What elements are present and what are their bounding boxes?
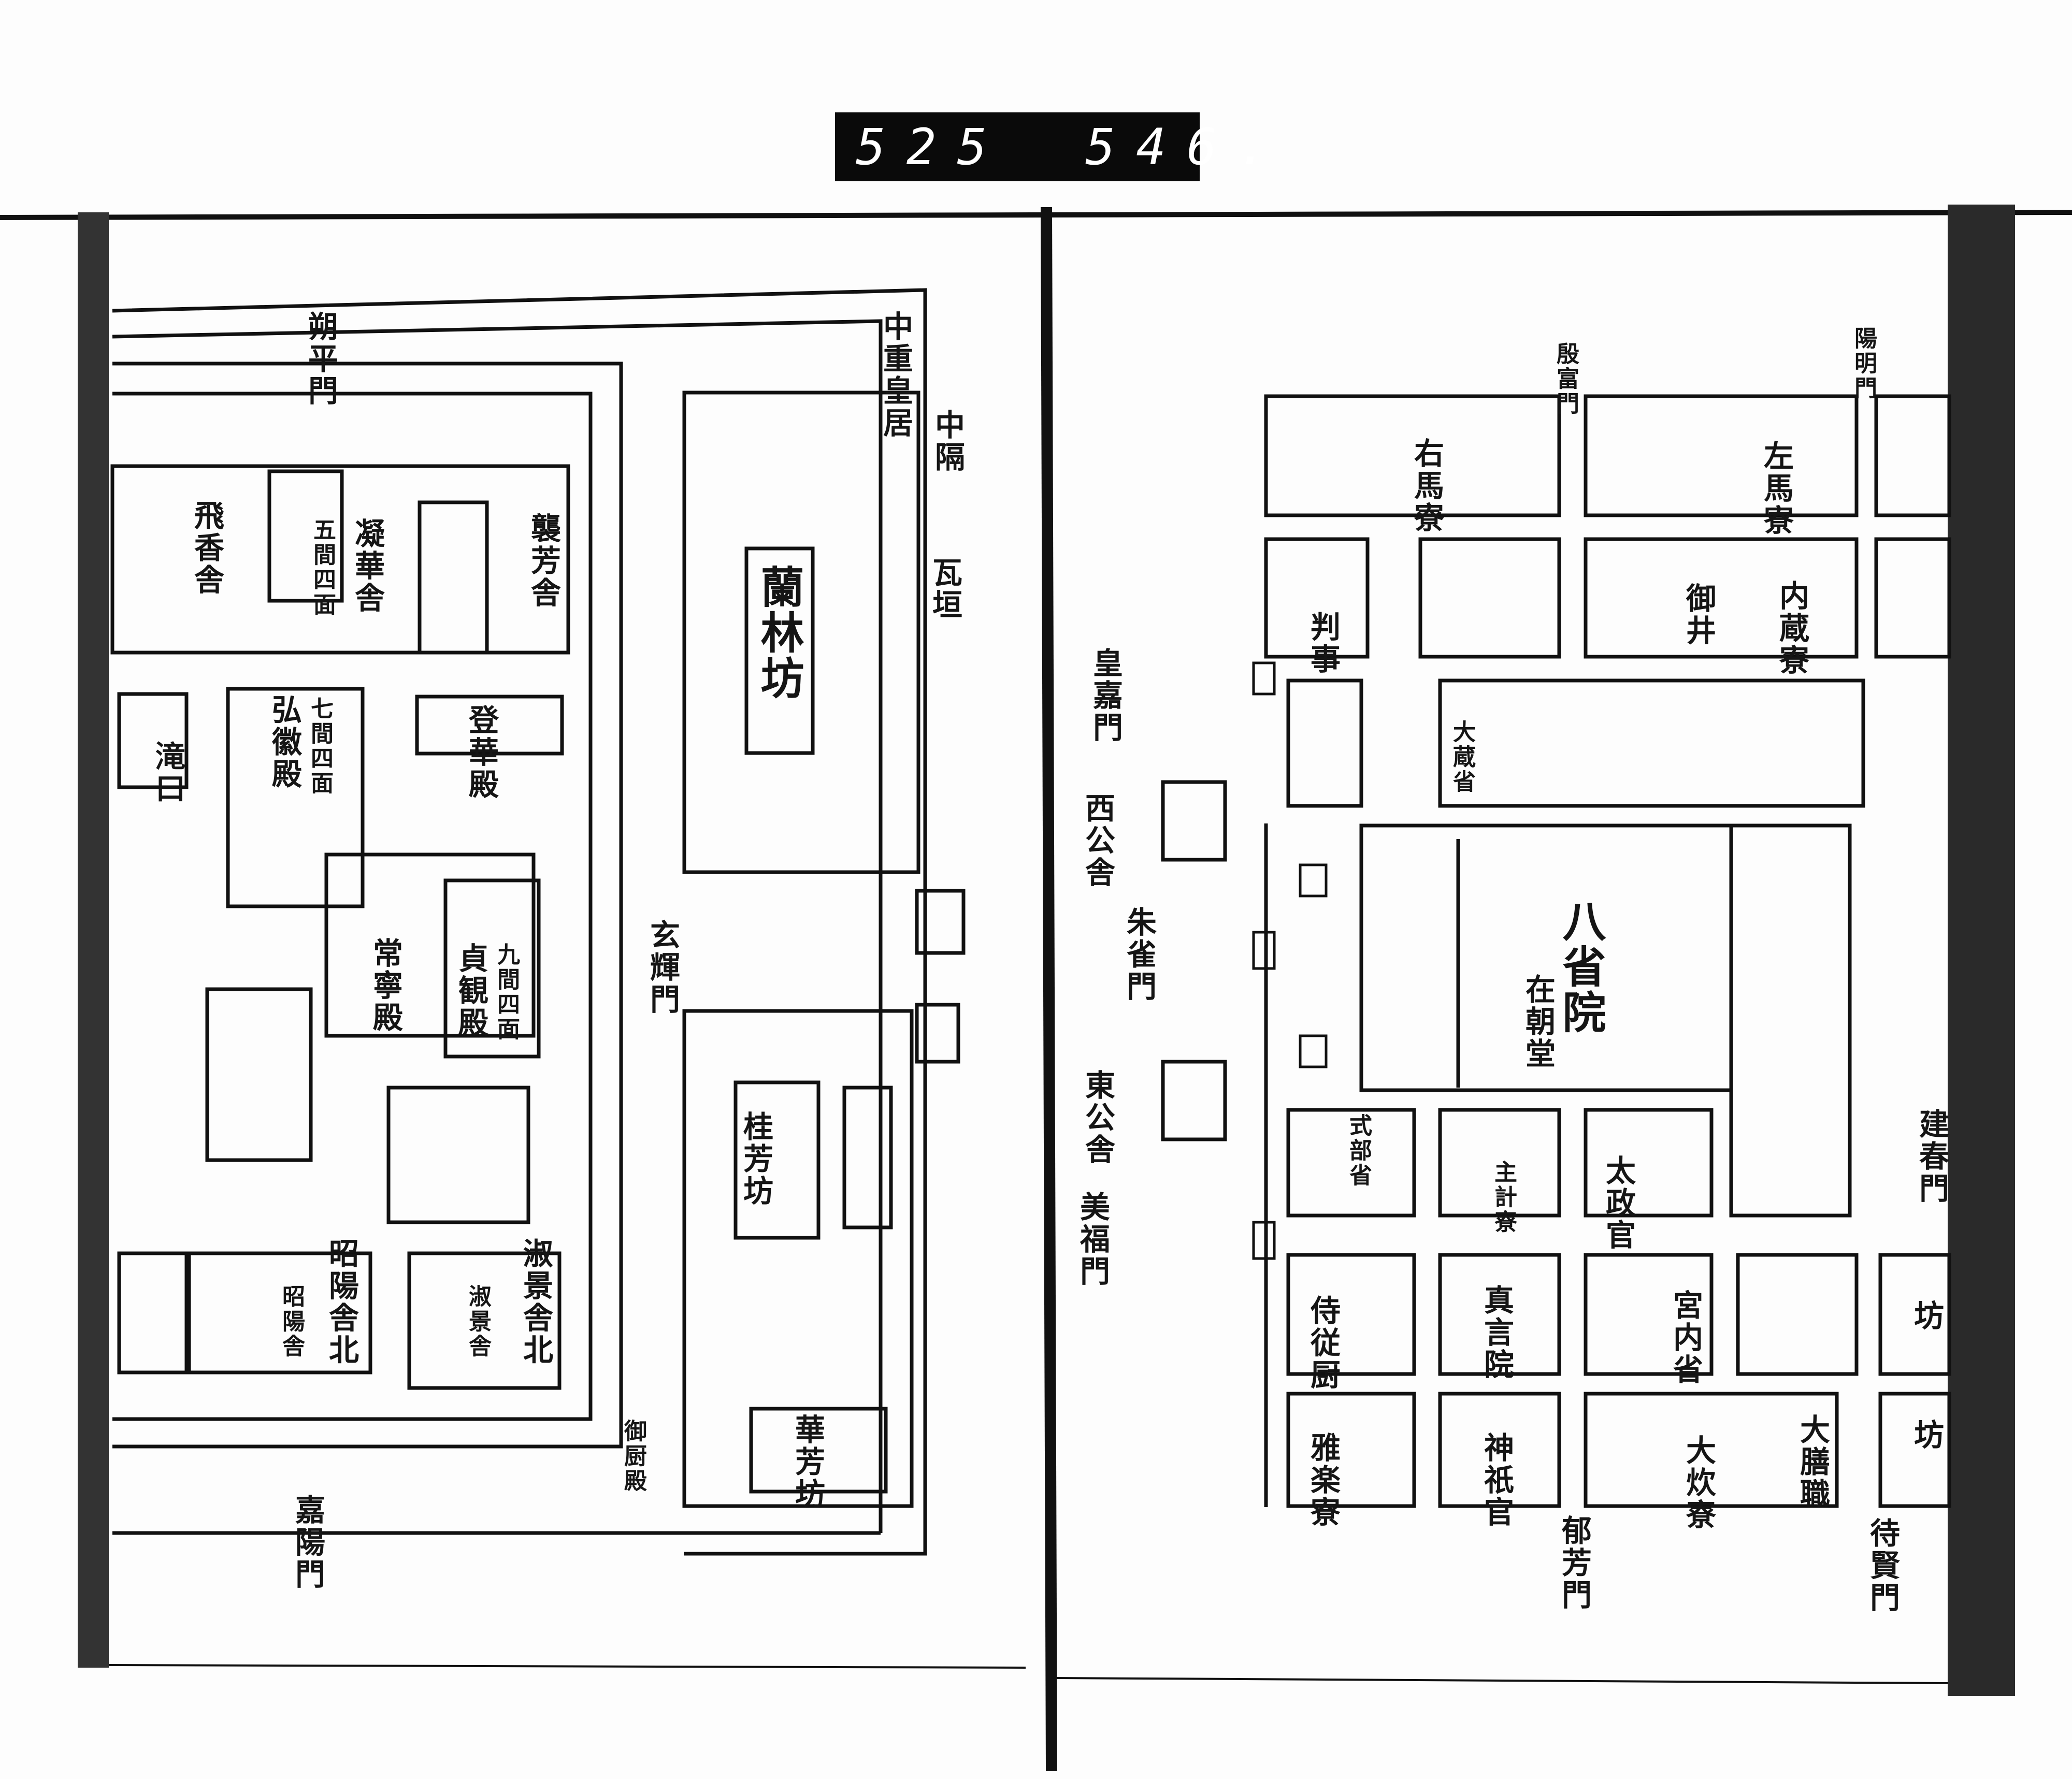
- map-label: 五間四面: [309, 518, 336, 617]
- map-label: 常寧殿: [368, 937, 403, 1034]
- map-label: 淑景舎: [465, 1284, 491, 1359]
- right-page-bottom: [1056, 1677, 1948, 1684]
- book-spine: [1041, 207, 1057, 1772]
- map-label: 嘉陽門: [290, 1494, 325, 1590]
- map-label: 襲芳舎: [526, 513, 561, 609]
- map-label: 主計寮: [1490, 1160, 1517, 1235]
- map-label: 右馬寮: [1409, 438, 1444, 534]
- map-label: 朔平門: [303, 311, 338, 407]
- map-label: 九間四面: [493, 943, 520, 1042]
- map-label: 中隔: [930, 409, 965, 473]
- map-label: 滝口: [150, 741, 185, 805]
- map-label: 建春門: [1914, 1108, 1949, 1205]
- map-label: 判事: [1305, 611, 1341, 675]
- map-label: 左馬寮: [1759, 440, 1794, 537]
- map-label: 飛香舎: [189, 500, 224, 596]
- map-label: 坊: [1909, 1300, 1944, 1332]
- map-label: 坊: [1909, 1419, 1944, 1451]
- map-label: 大膳職: [1795, 1414, 1830, 1510]
- hasshoin-compound: [1359, 823, 1733, 1092]
- map-label: 瓦垣: [927, 557, 962, 621]
- map-label: 玄輝門: [645, 919, 680, 1016]
- map-label: 弘徽殿: [267, 694, 302, 790]
- keihobo-compound: [682, 1009, 914, 1508]
- map-label: 御井: [1681, 583, 1716, 647]
- kahobo-box: [749, 1407, 888, 1494]
- left-plan-walls: [110, 288, 966, 1556]
- left-page-bottom: [108, 1664, 1026, 1669]
- map-label: 内蔵寮: [1774, 580, 1809, 676]
- map-label: 蘭林坊: [754, 565, 805, 701]
- ranrinbo-compound: [682, 390, 920, 874]
- map-label: 貞観殿: [453, 943, 488, 1039]
- map-label: 在朝堂: [1520, 974, 1556, 1070]
- map-label: 御厨殿: [620, 1419, 646, 1494]
- map-label: 神祇官: [1479, 1432, 1514, 1528]
- map-label: 陽明門: [1850, 326, 1877, 401]
- map-label: 朱雀門: [1121, 906, 1157, 1003]
- map-label: 郁芳門: [1557, 1515, 1592, 1611]
- map-label: 式部省: [1345, 1113, 1372, 1188]
- map-label: 西公舎: [1080, 792, 1115, 889]
- map-label: 殷富門: [1552, 342, 1579, 416]
- map-label: 昭陽舎北: [324, 1238, 359, 1366]
- ranrinbo-label-box: [744, 546, 815, 755]
- map-label: 待賢門: [1865, 1517, 1900, 1614]
- map-label: 侍従厨: [1305, 1295, 1341, 1391]
- map-label: 宮内省: [1668, 1290, 1703, 1386]
- map-label: 華芳坊: [790, 1414, 825, 1510]
- right-page-stack: [1948, 205, 2015, 1696]
- page-number-tag: 525 546.: [835, 112, 1268, 181]
- map-label: 太政官: [1601, 1155, 1636, 1251]
- map-label: 淑景舎北: [518, 1238, 553, 1366]
- map-label: 桂芳坊: [738, 1111, 773, 1207]
- map-label: 美福門: [1075, 1191, 1110, 1288]
- map-label: 中重皇居: [878, 311, 913, 439]
- map-label: 真言院: [1479, 1284, 1514, 1381]
- map-label: 東公舎: [1080, 1069, 1115, 1166]
- left-page-number: 525: [856, 118, 1008, 176]
- map-label: 凝華舎: [350, 518, 385, 614]
- map-label: 皇嘉門: [1088, 647, 1123, 744]
- map-label: 登華殿: [464, 704, 499, 801]
- right-page-number: 546.: [1085, 118, 1288, 176]
- right-plan-blocks: [1161, 394, 1951, 1508]
- left-page-edge: [78, 212, 109, 1668]
- map-label: 雅楽寮: [1305, 1432, 1341, 1528]
- top-edge-line: [0, 210, 2072, 220]
- map-label: 八省院: [1556, 899, 1607, 1035]
- map-label: 昭陽舎: [278, 1284, 305, 1359]
- map-label: 大炊寮: [1681, 1435, 1716, 1531]
- map-label: 大蔵省: [1449, 720, 1475, 794]
- map-label: 七間四面: [307, 697, 333, 796]
